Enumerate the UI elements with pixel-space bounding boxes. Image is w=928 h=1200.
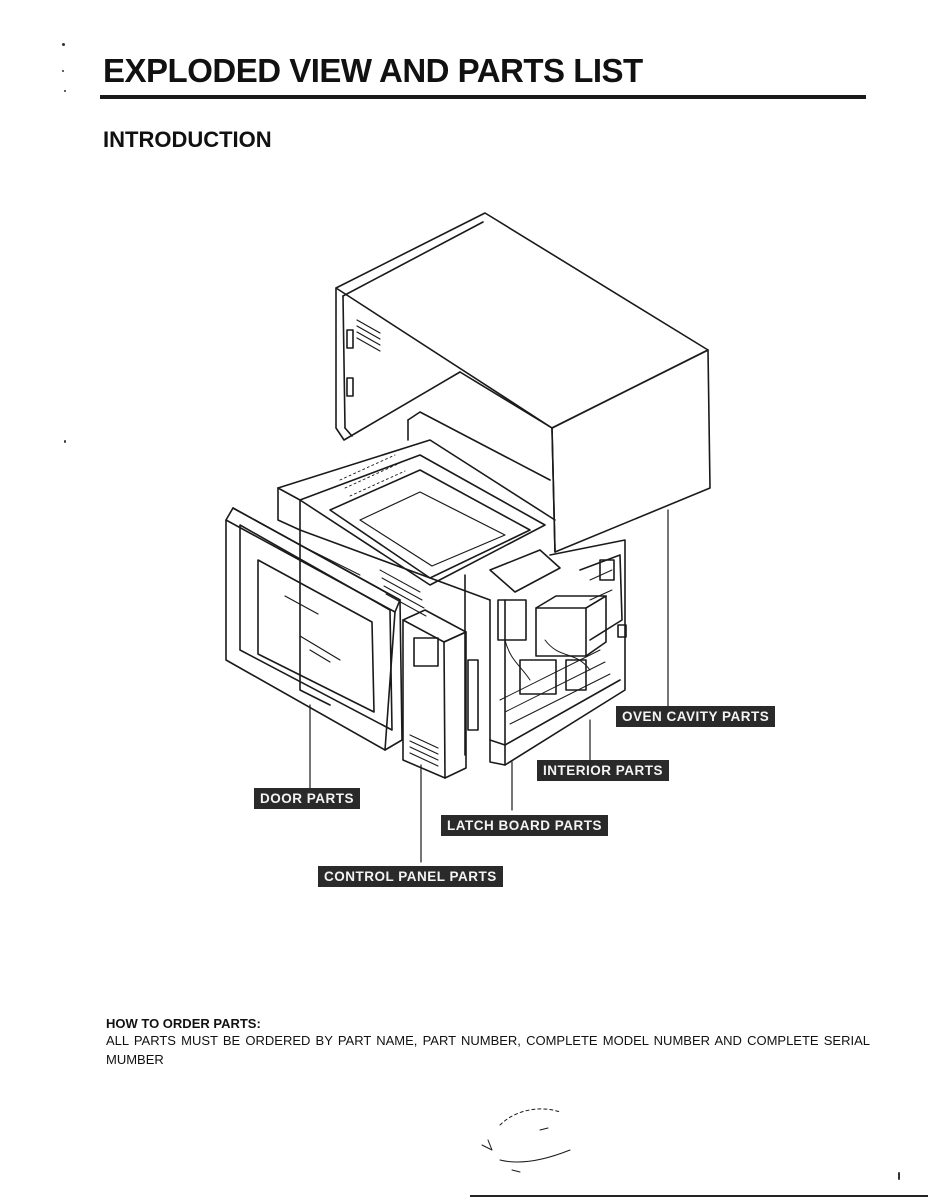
- scan-speck: [64, 440, 66, 443]
- door-assembly: [225, 507, 427, 751]
- control-panel-assembly: [402, 609, 479, 779]
- page-title: EXPLODED VIEW AND PARTS LIST: [103, 52, 643, 89]
- callout-oven-cavity-parts: OVEN CAVITY PARTS: [616, 706, 776, 727]
- oven-body: [277, 411, 627, 766]
- scan-speck: [62, 70, 64, 72]
- section-title: INTRODUCTION: [103, 127, 272, 152]
- callout-interior-parts: INTERIOR PARTS: [537, 760, 670, 781]
- scan-speck: [62, 43, 65, 46]
- title-rule: [100, 95, 866, 99]
- scribble-mark: [481, 1108, 571, 1173]
- order-instructions: ALL PARTS MUST BE ORDERED BY PART NAME, …: [106, 1033, 870, 1067]
- callout-door-parts: DOOR PARTS: [254, 788, 361, 809]
- leader-lines: [309, 509, 669, 863]
- callout-latch-board-parts: LATCH BOARD PARTS: [441, 815, 608, 836]
- scan-speck: [898, 1172, 900, 1180]
- scan-speck: [64, 90, 66, 92]
- callout-control-panel-parts: CONTROL PANEL PARTS: [318, 866, 503, 887]
- outer-cabinet: [335, 212, 711, 553]
- order-heading: HOW TO ORDER PARTS:: [106, 1016, 261, 1031]
- bottom-rule: [470, 1195, 928, 1197]
